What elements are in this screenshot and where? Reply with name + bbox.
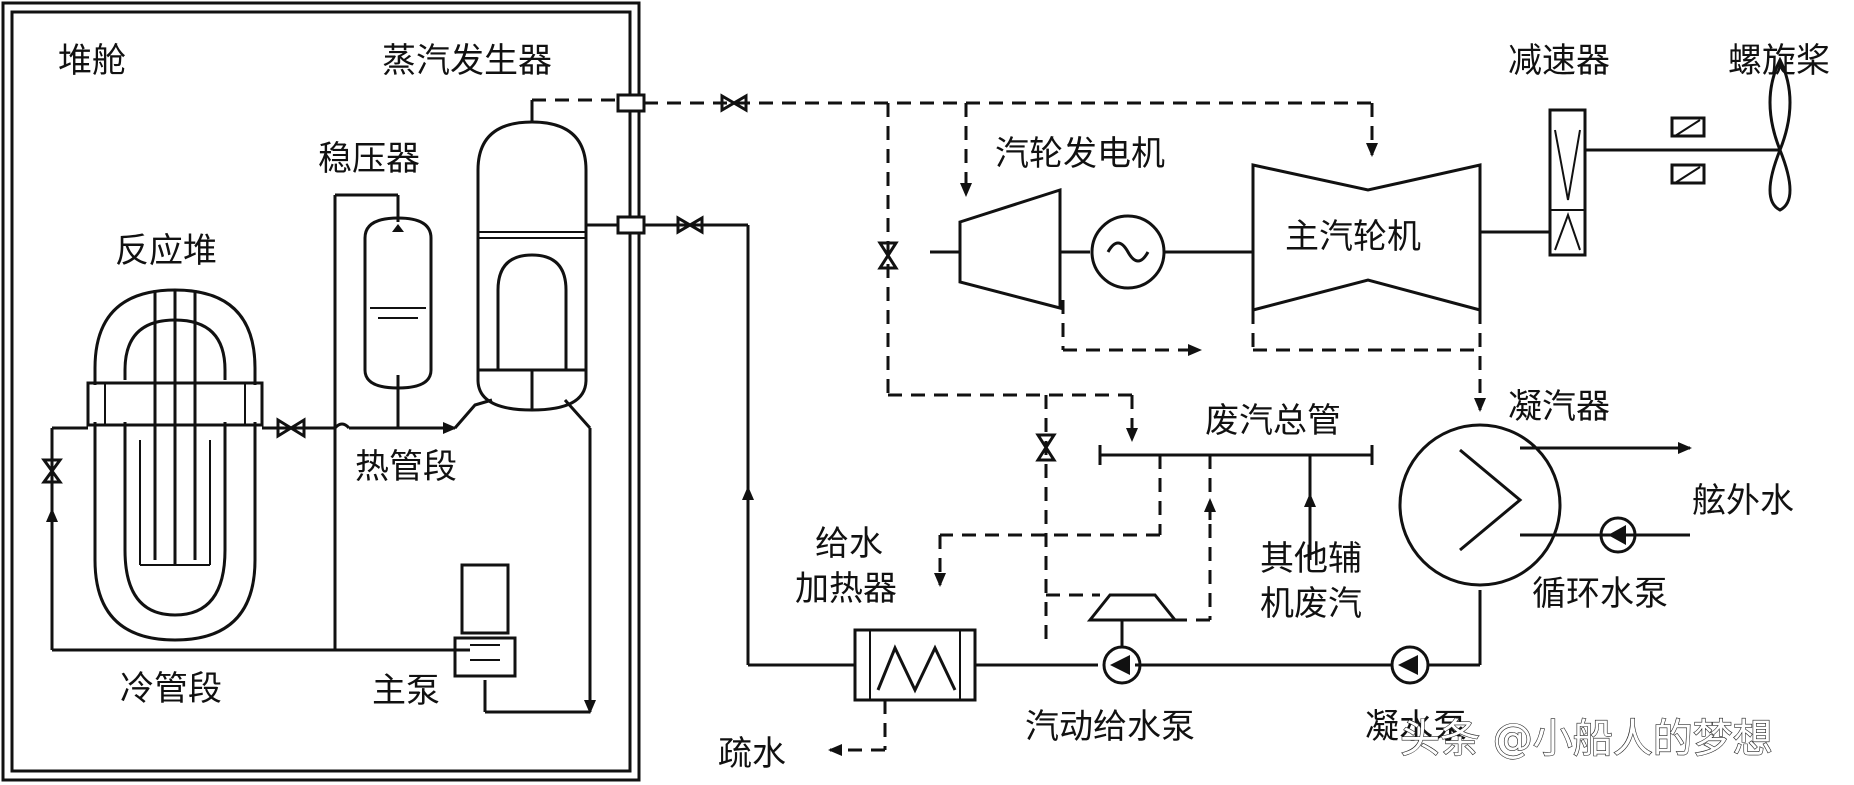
cold-leg-valve [41, 458, 63, 484]
label-seawater: 舷外水 [1692, 481, 1794, 521]
label-hot-leg: 热管段 [355, 447, 457, 487]
reactor-vessel [86, 288, 264, 642]
label-drain: 疏水 [718, 734, 786, 774]
reducer [1548, 108, 1780, 257]
steam-feed-pump [1086, 593, 1179, 685]
label-other-aux-2: 机废汽 [1260, 584, 1362, 624]
label-reactor: 反应堆 [115, 231, 217, 271]
feedwater-heater [828, 628, 977, 756]
label-cold-leg: 冷管段 [120, 669, 222, 709]
label-circulating-pump: 循环水泵 [1532, 574, 1668, 614]
label-main-turbine: 主汽轮机 [1285, 217, 1421, 257]
exhaust-header [1098, 445, 1374, 560]
label-condenser: 凝汽器 [1508, 387, 1610, 427]
feedwater-valve [676, 215, 704, 235]
label-main-pump: 主泵 [372, 671, 440, 711]
turbine-exhaust-line [1061, 300, 1486, 412]
bypass-valve [877, 241, 899, 270]
label-steam-feed-pump: 汽动给水泵 [1025, 707, 1195, 747]
label-reducer: 减速器 [1508, 41, 1610, 81]
hot-leg-valve [276, 417, 306, 439]
condensate-pump [1390, 645, 1430, 685]
condenser [1398, 423, 1692, 587]
control-rods [139, 290, 211, 566]
label-reactor-compartment: 堆舱 [58, 41, 126, 81]
steam-generator [476, 100, 588, 412]
label-other-aux-1: 其他辅 [1260, 539, 1362, 579]
propeller-icon [1768, 56, 1792, 212]
wall-penetrations [616, 93, 646, 235]
circulating-pump-icon [1599, 516, 1637, 554]
aux-steam-valve [1035, 433, 1057, 462]
main-steam-valve [720, 93, 748, 113]
label-propeller: 螺旋桨 [1728, 41, 1830, 81]
label-steam-generator: 蒸汽发生器 [382, 41, 552, 81]
main-steam-line [532, 98, 1378, 640]
label-condensate-pump: 凝水泵 [1365, 707, 1467, 747]
exhaust-branches [934, 455, 1216, 622]
label-feedwater-heater-2: 加热器 [795, 569, 897, 609]
label-exhaust-header: 废汽总管 [1205, 401, 1341, 441]
turbo-generator [930, 187, 1253, 310]
main-pump [453, 563, 517, 678]
label-pressurizer: 稳压器 [318, 139, 420, 179]
label-feedwater-heater-1: 给水 [815, 524, 883, 564]
shaft-bearing [1670, 116, 1706, 185]
watermark: 头条 @小船人的梦想 [1400, 716, 1773, 762]
reactor-compartment-wall [1, 1, 641, 782]
feedwater-line [586, 223, 1482, 667]
label-turbo-generator: 汽轮发电机 [995, 134, 1165, 174]
pressurizer [363, 216, 433, 390]
